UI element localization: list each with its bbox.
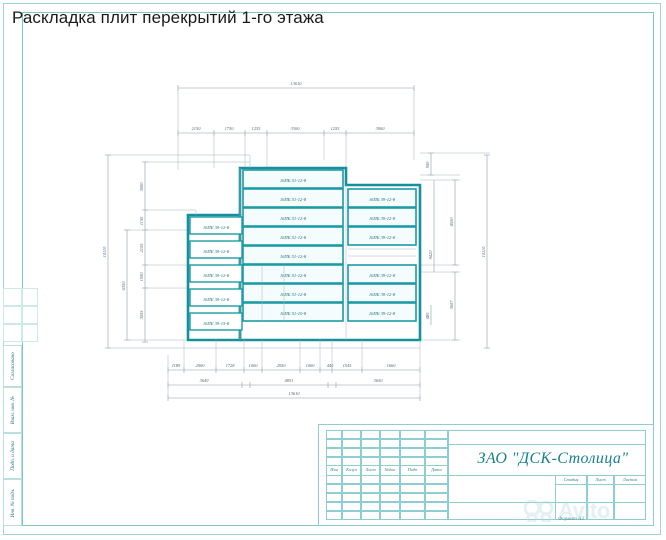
stage-col-listov: Листов [622,477,638,482]
slab-label: 16ПБ 51-12-8 [280,216,307,221]
dim-right-seg-4550: 4550 [449,217,454,227]
dim-right-seg-3607: 3607 [449,300,454,310]
slab [242,188,344,208]
slab-column-right: 16ПБ 39-12-8 16ПБ 39-12-8 16ПБ 39-12-8 1… [347,188,417,322]
revision-col-podp: Подп [407,467,418,472]
dim-bottom-r1-2: 2000 [196,363,206,368]
slab [347,207,417,227]
dim-right-seg-480: 480 [425,312,430,319]
dim-left-seg-2: 1150 [139,216,144,225]
dim-left-seg-3: 2105 [139,243,144,253]
slab-label: 16ПБ 51-12-8 [280,254,307,259]
dimension-lines-left: 10110 6350 3000 1150 2105 1000 3055 [102,154,420,349]
dim-bottom-r1-3: 1728 [226,363,236,368]
dim-right-total: 10110 [481,246,486,257]
slab-label: 16ПБ 51-12-8 [280,197,307,202]
slab [189,240,243,259]
slab [189,216,243,235]
slab-label: 16ПБ 39-12-8 [369,197,396,202]
slab [347,283,417,303]
slab-label: 16ПБ 39-15-8 [203,321,230,326]
slab [347,302,417,322]
slab [189,288,243,307]
sheet-outer-border [3,3,661,535]
revision-col-data: Дата [431,467,442,472]
dim-right-secondary: 9420 [428,250,433,260]
company-name: ЗАО "ДСК-Столица" [477,450,629,467]
dim-bottom-r1-6: 1000 [306,363,316,368]
dim-bottom-r2-1: 3649 [200,378,210,383]
slab-label: 16ПБ 51-12-8 [280,235,307,240]
dim-left-seg-4: 1000 [139,272,144,282]
slab [242,245,344,265]
dimension-lines-bottom: 1189 2000 1728 1000 2050 1000 440 1545 1… [167,340,421,401]
slab-column-center: 16ПБ 51-12-8 16ПБ 51-12-8 16ПБ 51-12-8 1… [242,169,344,322]
stage-col-stadia: Стадия [563,477,579,482]
slab [347,226,417,246]
slab-label: 16ПБ 51-12-8 [280,273,307,278]
dim-bottom-r2-2: 4851 [285,378,294,383]
dim-bottom-r2-3: 3650 [374,378,384,383]
dim-right-seg-900: 900 [425,161,430,168]
slab-label: 16ПБ 39-12-8 [203,249,230,254]
dim-bottom-r1-9: 1660 [387,363,397,368]
dimension-lines-top: 13610 2150 1750 1255 3300 1255 3900 [177,81,415,170]
dim-bottom-r1-4: 1000 [249,363,259,368]
slab [347,264,417,284]
slab-label: 16ПБ 39-12-8 [203,225,230,230]
dim-top-seg-5: 1255 [331,126,341,131]
slab-label: 16ПБ 39-12-8 [203,273,230,278]
slab [347,188,417,208]
slab [189,312,243,331]
slab-column-left: 16ПБ 39-12-8 16ПБ 39-12-8 16ПБ 39-12-8 1… [189,216,243,331]
dim-bottom-r1-1: 1189 [172,363,181,368]
slab [242,283,344,303]
slab-label: 16ПБ 39-12-8 [369,235,396,240]
dim-top-seg-4: 3300 [291,126,301,131]
slab-label: 16ПБ 51-10-8 [280,311,307,316]
dimension-lines-right: 10110 900 4550 3607 9420 480 [420,152,490,349]
format-label: Формат А3 [558,516,584,522]
slab [242,169,344,189]
slab-label: 16ПБ 51-12-8 [280,292,307,297]
dim-left-group: 6350 [121,281,126,291]
dim-bottom-r1-5: 2050 [277,363,287,368]
slab [242,264,344,284]
slab-label: 16ПБ 39-12-8 [369,273,396,278]
side-stamp-cell-vzam: Взам. инв. № [3,387,22,433]
title-block-frame [318,424,654,526]
dim-left-total: 10110 [102,246,107,257]
dim-bottom-total: 13610 [289,391,301,396]
side-stamp-cell-soglasovano: Согласовано [3,345,22,387]
dim-top-seg-1: 2150 [192,126,202,131]
building-outline [186,155,422,342]
slab [242,207,344,227]
slab-label: 16ПБ 51-12-8 [280,178,307,183]
slab-label: 16ПБ 39-12-8 [369,292,396,297]
revision-col-list: Лист [365,467,376,472]
dim-left-seg-1: 3000 [139,182,144,192]
slab-label: 16ПБ 39-12-8 [369,216,396,221]
dim-top-seg-3: 1255 [252,126,262,131]
page-title: Раскладка плит перекрытий 1-го этажа [12,8,324,27]
dim-top-seg-6: 3900 [376,126,386,131]
slab [189,264,243,283]
dim-top-total: 13610 [291,81,303,86]
slab [242,302,344,322]
revision-col-ndok: №док [384,467,396,472]
revision-col-koluch: Колуч [346,467,357,472]
dim-bottom-r1-8: 1545 [343,363,353,368]
dim-bottom-r1-7: 440 [327,363,334,368]
slab [242,226,344,246]
side-stamp-cell-inv: Инв. № подл. [3,479,22,526]
stage-col-list: Лист [595,477,606,482]
slab-label: 16ПБ 39-12-8 [369,311,396,316]
slab-label: 16ПБ 39-12-8 [203,297,230,302]
dim-left-seg-5: 3055 [139,310,144,320]
side-stamp-cell-podp: Подп. и дата [3,433,22,479]
title-block: Изм Колуч Лист №док Подп Дата Стадия Лис… [318,424,654,526]
revision-col-izm: Изм [330,467,338,472]
dim-top-seg-2: 1750 [225,126,235,131]
